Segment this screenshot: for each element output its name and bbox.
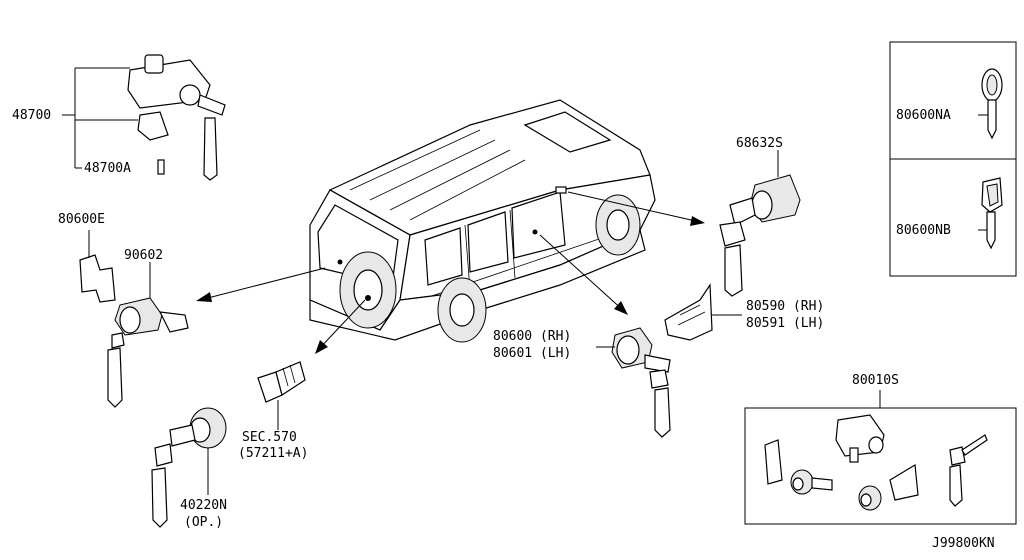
pointer-arrows — [196, 191, 705, 354]
label-40220n: 40220N — [180, 498, 227, 513]
spare-tire-bolt — [257, 361, 306, 430]
lock-set-panel — [744, 390, 1017, 525]
label-80590: 80590 (RH) — [746, 299, 824, 314]
label-48700a: 48700A — [84, 161, 131, 176]
label-40220n-sub: (OP.) — [184, 515, 223, 530]
label-sec570-sub: (57211+A) — [238, 446, 308, 461]
diagram-id-label: J99800KN — [932, 536, 995, 551]
label-80010s: 80010S — [852, 373, 899, 388]
key-panel — [889, 41, 1017, 277]
steering-lock-parts — [62, 54, 226, 181]
door-cylinder-parts — [596, 327, 671, 438]
label-80600e: 80600E — [58, 212, 105, 227]
vehicle-illustration — [309, 99, 656, 343]
back-door-lock-parts — [79, 230, 189, 408]
door-lock-bracket — [664, 283, 742, 341]
label-80600: 80600 (RH) — [493, 329, 571, 344]
label-80601: 80601 (LH) — [493, 346, 571, 361]
door-lock-assembly — [719, 150, 801, 297]
label-80600nb: 80600NB — [896, 223, 951, 238]
label-sec570: SEC.570 — [242, 430, 297, 445]
label-90602: 90602 — [124, 248, 163, 263]
label-68632s: 68632S — [736, 136, 783, 151]
label-80591: 80591 (LH) — [746, 316, 824, 331]
label-48700: 48700 — [12, 108, 51, 123]
ignition-cylinder-parts — [151, 407, 227, 528]
label-80600na: 80600NA — [896, 108, 951, 123]
